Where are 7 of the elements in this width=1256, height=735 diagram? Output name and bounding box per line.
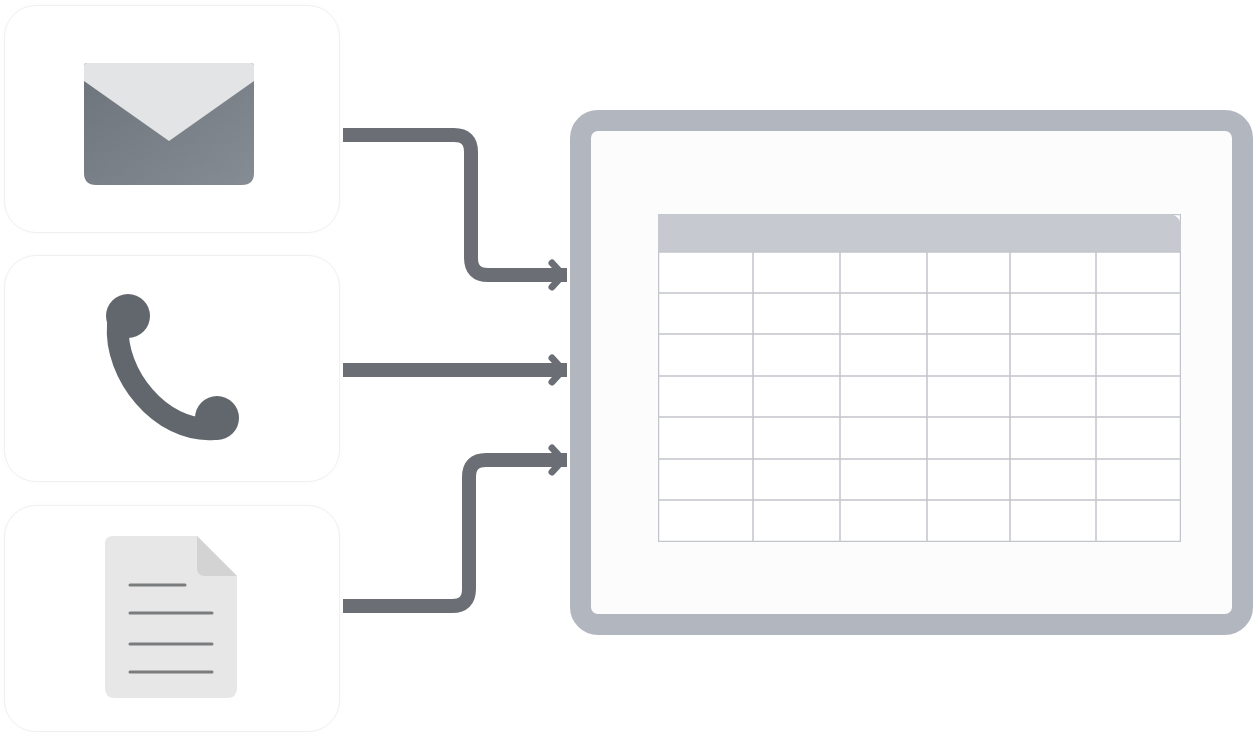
icon-card bbox=[4, 505, 340, 732]
arrow bbox=[343, 354, 567, 386]
arrow bbox=[343, 128, 567, 291]
icon-card bbox=[4, 5, 340, 233]
screen-panel bbox=[570, 110, 1253, 635]
icon-card bbox=[4, 255, 340, 482]
arrow bbox=[343, 444, 567, 613]
